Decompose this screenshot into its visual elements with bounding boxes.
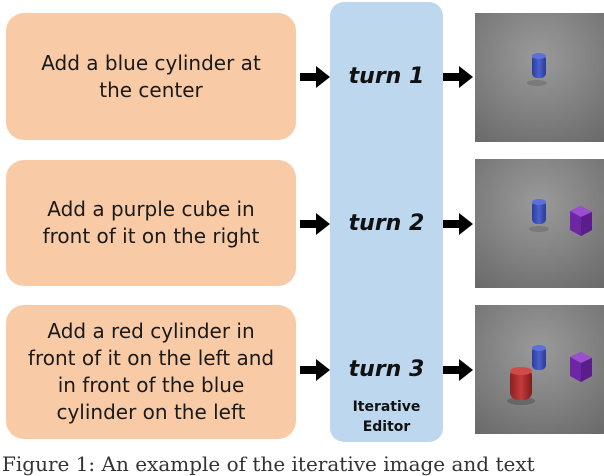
blue-cylinder-icon [532,345,546,370]
turn-label-1: turn 1 [348,64,425,89]
scene-image-2 [475,159,604,288]
blue-cylinder-icon [532,199,546,224]
editor-label-line1: Iterative [352,399,421,415]
scene-image-3 [475,305,604,434]
instruction-box-3: Add a red cylinder in front of it on the… [6,305,296,439]
arrow-icon [443,359,473,381]
figure-caption: Figure 1: An example of the iterative im… [2,452,535,476]
purple-cube-icon [570,352,592,382]
arrow-icon [300,213,330,235]
instruction-box-1: Add a blue cylinder at the center [6,13,296,140]
editor-label-line2: Editor [362,419,411,435]
instruction-text-3: Add a red cylinder in front of it on the… [27,319,275,424]
arrow-icon [300,66,330,88]
instruction-text-2: Add a purple cube in front of it on the … [42,197,260,248]
turn-label-2: turn 2 [348,211,425,236]
blue-cylinder-icon [532,53,546,78]
arrow-icon [443,66,473,88]
instruction-text-1: Add a blue cylinder at the center [41,50,261,102]
instruction-box-2: Add a purple cube in front of it on the … [6,160,296,286]
scene-image-1 [475,13,604,142]
red-cylinder-icon [510,367,532,400]
iterative-editor-box [330,2,443,442]
turn-label-3: turn 3 [348,357,425,382]
purple-cube-icon [570,206,592,236]
arrow-icon [300,359,330,381]
arrow-icon [443,213,473,235]
iterative-editor-label: Iterative Editor [330,397,443,437]
